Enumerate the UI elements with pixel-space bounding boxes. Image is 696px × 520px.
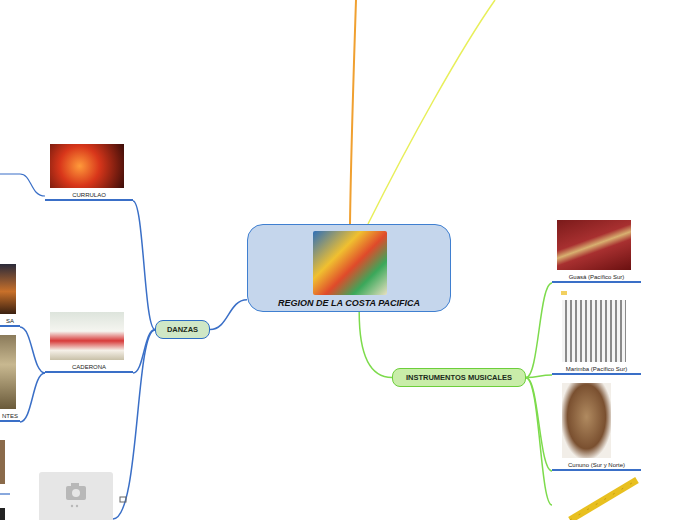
branch-connector [526, 375, 552, 378]
topic-image [0, 335, 16, 409]
image-caption: CURRULAO [45, 191, 133, 199]
topic-label: INSTRUMENTOS MUSICALES [406, 373, 512, 382]
image-caption: CADERONA [45, 363, 133, 371]
branch-connector [133, 201, 155, 330]
dot [71, 505, 73, 507]
topic-image [313, 231, 387, 295]
image-topic: Marimba (Pacífico Sur) [552, 298, 641, 375]
branch-connector [526, 283, 552, 378]
flute-image [570, 480, 637, 520]
note-icon [561, 291, 567, 295]
topic-image [0, 264, 16, 314]
camera-icon [72, 489, 80, 497]
photo-fragment [0, 440, 5, 484]
branch-connector [20, 373, 45, 422]
flute-image [570, 480, 637, 520]
branch-line [0, 493, 10, 494]
image-topic: Cununo (Sur y Norte) [552, 381, 641, 471]
image-placeholder [39, 472, 113, 520]
branch-line [368, 0, 495, 224]
topic-image [50, 312, 124, 360]
image-topic: CURRULAO [45, 142, 133, 201]
branch-connector [133, 330, 155, 374]
image-caption: Marimba (Pacífico Sur) [552, 365, 641, 373]
branch-connector [359, 312, 392, 378]
gallery-icon [120, 497, 126, 502]
dot [76, 505, 78, 507]
topic-label: REGION DE LA COSTA PACIFICA [248, 298, 450, 308]
topic-image [557, 220, 631, 270]
branch-connector [526, 378, 552, 472]
branch-topic: DANZAS [155, 320, 210, 339]
photo-fragment [0, 508, 5, 520]
camera-icon [71, 483, 79, 487]
image-topic: Guasá (Pacífico Sur) [552, 218, 641, 283]
topic-label: DANZAS [167, 325, 198, 334]
image-caption: NTES [0, 412, 20, 420]
topic-image [562, 383, 611, 458]
image-caption: Cununo (Sur y Norte) [552, 461, 641, 469]
image-topic: CADERONA [45, 310, 133, 373]
image-caption: Guasá (Pacífico Sur) [552, 273, 641, 281]
branch-line [526, 378, 552, 505]
image-caption: SA [0, 317, 20, 325]
branch-connector [20, 327, 45, 373]
image-topic: SA [0, 262, 20, 327]
topic-image [50, 144, 124, 188]
camera-icon [66, 486, 86, 500]
image-topic: NTES [0, 333, 20, 422]
branch-line [350, 0, 356, 224]
central-topic: REGION DE LA COSTA PACIFICA [247, 224, 451, 312]
topic-image [562, 300, 626, 362]
branch-connector [210, 300, 247, 330]
branch-topic: INSTRUMENTOS MUSICALES [392, 368, 526, 387]
branch-line [0, 174, 45, 196]
